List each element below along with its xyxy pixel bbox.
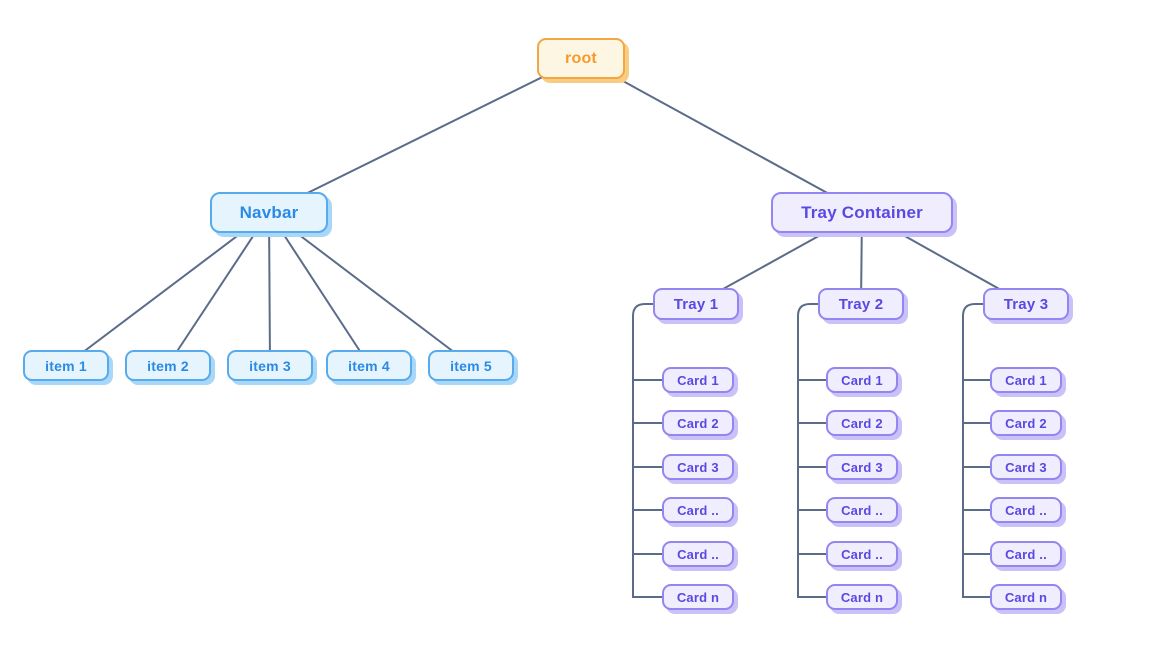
- node-card-1-2[interactable]: Card 2: [662, 410, 734, 436]
- node-tray-2[interactable]: Tray 2: [818, 288, 904, 320]
- node-item-5[interactable]: item 5: [428, 350, 514, 381]
- node-card-2-2[interactable]: Card 2: [826, 410, 898, 436]
- node-card-1-5[interactable]: Card ..: [662, 541, 734, 567]
- edge-root-navbar: [268, 57, 582, 213]
- node-navbar[interactable]: Navbar: [210, 192, 328, 233]
- node-card-2-4[interactable]: Card ..: [826, 497, 898, 523]
- edge-navbar-item-1: [65, 211, 270, 366]
- node-item-1[interactable]: item 1: [23, 350, 109, 381]
- node-item-2[interactable]: item 2: [125, 350, 211, 381]
- node-card-1-3[interactable]: Card 3: [662, 454, 734, 480]
- node-card-2-6[interactable]: Card n: [826, 584, 898, 610]
- edge-tray-2-spine: [797, 303, 826, 598]
- edge-navbar-item-2: [167, 211, 270, 366]
- edge-navbar-item-5: [268, 211, 472, 366]
- edge-navbar-item-4: [268, 211, 370, 366]
- node-item-4[interactable]: item 4: [326, 350, 412, 381]
- edge-navbar-item-3: [268, 211, 271, 366]
- node-card-2-5[interactable]: Card ..: [826, 541, 898, 567]
- node-root[interactable]: root: [537, 38, 625, 79]
- node-card-2-1[interactable]: Card 1: [826, 367, 898, 393]
- node-tray-container[interactable]: Tray Container: [771, 192, 953, 233]
- node-card-3-3[interactable]: Card 3: [990, 454, 1062, 480]
- edge-tray-3-spine: [962, 303, 990, 598]
- node-card-3-2[interactable]: Card 2: [990, 410, 1062, 436]
- node-tray-3[interactable]: Tray 3: [983, 288, 1069, 320]
- node-tray-1[interactable]: Tray 1: [653, 288, 739, 320]
- node-card-3-6[interactable]: Card n: [990, 584, 1062, 610]
- node-card-3-5[interactable]: Card ..: [990, 541, 1062, 567]
- edge-root-tray-container: [580, 57, 863, 213]
- node-card-1-1[interactable]: Card 1: [662, 367, 734, 393]
- node-card-2-3[interactable]: Card 3: [826, 454, 898, 480]
- node-card-1-4[interactable]: Card ..: [662, 497, 734, 523]
- node-item-3[interactable]: item 3: [227, 350, 313, 381]
- node-card-3-1[interactable]: Card 1: [990, 367, 1062, 393]
- edge-tray-1-spine: [632, 303, 662, 598]
- node-card-3-4[interactable]: Card ..: [990, 497, 1062, 523]
- node-card-1-6[interactable]: Card n: [662, 584, 734, 610]
